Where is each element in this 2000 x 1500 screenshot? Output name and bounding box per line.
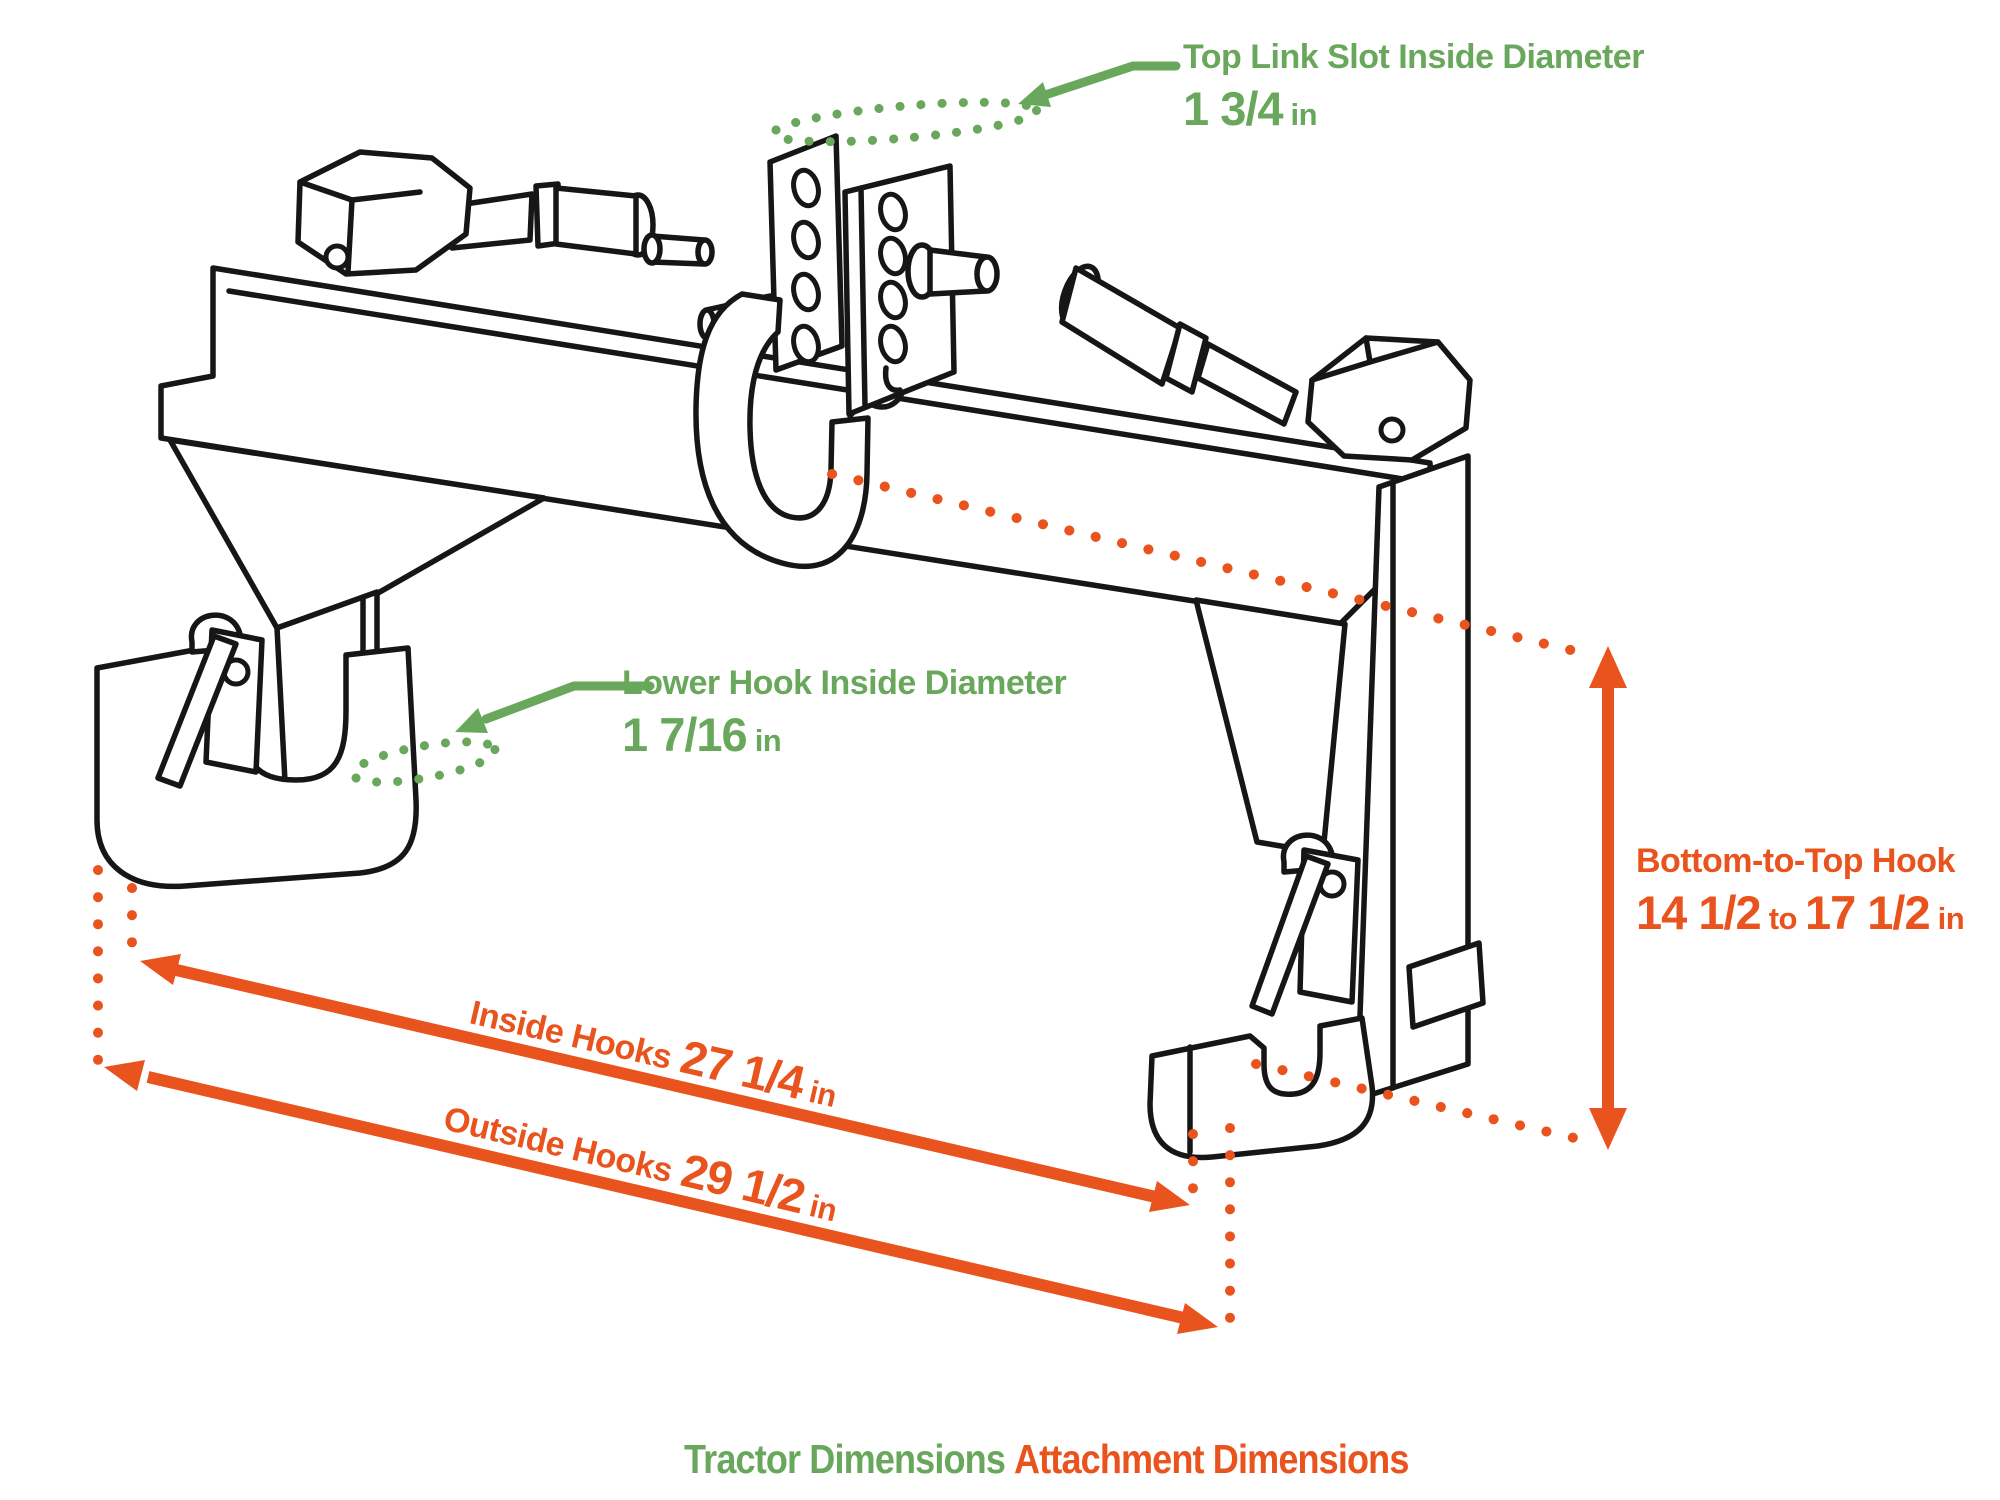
top-link-leader-arrow [1018,61,1181,107]
top-hook-dotted-leader [827,469,1601,661]
left-latch [155,612,265,789]
hitch-drawing [94,133,1486,1161]
top-link-pin [905,242,1000,300]
top-link-slot-unit: in [1290,97,1318,133]
right-latch [1249,832,1361,1017]
left-handle [295,149,656,277]
tractor-annotations [348,61,1181,787]
bottom-to-top-min: 14 1/2 [1636,886,1762,940]
top-link-bracket-rear-plate [767,133,845,373]
top-link-slot-value: 1 3/4 [1183,82,1284,136]
attachment-annotations [93,469,1627,1334]
lower-hook-name: Lower Hook Inside Diameter [622,664,1067,702]
top-link-slot-name: Top Link Slot Inside Diameter [1183,38,1644,76]
right-leg-plate [1406,940,1486,1030]
bottom-to-top-joiner: to [1768,901,1798,937]
lower-hook-leader-arrow [455,681,655,733]
lower-hook-dotted-ellipse [348,737,500,787]
outside-hooks-arrow [104,1060,1218,1334]
bottom-hook-dotted-leader [1251,1059,1601,1148]
bottom-to-top-max: 17 1/2 [1804,886,1931,940]
bottom-to-top-hook-name: Bottom-to-Top Hook [1636,842,1955,880]
beam-bolt [641,232,715,267]
inside-hooks-arrow [140,954,1190,1212]
legend-attachment-dimensions: Attachment Dimensions [1014,1436,1409,1482]
legend-tractor-dimensions: Tractor Dimensions [684,1436,1006,1482]
bottom-to-top-hook-arrow [1589,646,1627,1150]
top-hook-clevis [693,291,871,570]
right-lower-hook [1147,1015,1376,1161]
lower-hook-value: 1 7/16 [622,708,748,762]
top-link-slot-dotted-ellipse [768,97,1042,147]
bottom-to-top-unit: in [1937,901,1965,937]
top-link-bracket-front-plate [842,163,957,417]
right-gusset [1193,597,1348,856]
right-handle [1058,263,1473,463]
lower-hook-unit: in [754,723,782,759]
